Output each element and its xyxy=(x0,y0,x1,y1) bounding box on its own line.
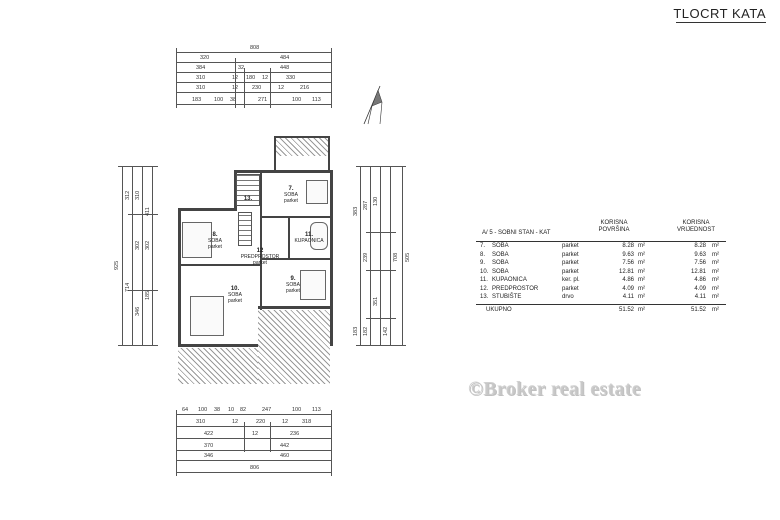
table-row: 13. STUBIŠTE drvo 4.11 m² 4.11 m² xyxy=(480,294,719,300)
dim-label: 100 xyxy=(292,407,302,413)
stairs-icon xyxy=(238,212,252,246)
dim-total-width: 808 xyxy=(250,45,260,51)
dim-label: 310 xyxy=(196,85,206,91)
dim-label: 422 xyxy=(204,431,214,437)
bed-icon xyxy=(190,296,224,336)
dim-label: 185 xyxy=(145,290,151,300)
table-row: 9. SOBA parket 7.56 m² 7.56 m² xyxy=(480,260,719,266)
dim-label: 302 xyxy=(145,240,151,250)
dim-label: 484 xyxy=(280,55,290,61)
room-label-11: 11. KUPAONICA xyxy=(294,232,324,244)
dim-label: 236 xyxy=(290,431,300,437)
north-arrow-icon xyxy=(363,85,383,125)
dim-label: 38 xyxy=(230,97,237,103)
room-label-13: 13. xyxy=(243,196,253,202)
dim-label: 230 xyxy=(252,85,262,91)
dim-label: 32 xyxy=(238,65,245,71)
table-row: 7. SOBA parket 8.28 m² 8.28 m² xyxy=(480,243,719,249)
watermark: ©Broker real estate xyxy=(468,378,641,400)
bathtub-icon xyxy=(310,222,328,250)
dim-label: 302 xyxy=(135,240,141,250)
dim-label: 351 xyxy=(373,296,379,306)
dim-label: 708 xyxy=(393,252,399,262)
dim-label: 318 xyxy=(302,419,312,425)
dim-label: 82 xyxy=(240,407,247,413)
table-total-row: UKUPNO 51.52 m² 51.52 m² xyxy=(486,306,719,313)
dim-label: 12 xyxy=(252,431,259,437)
dim-label: 130 xyxy=(373,196,379,206)
dim-label: 460 xyxy=(280,453,290,459)
dim-label: 220 xyxy=(256,419,266,425)
room-label-12: 12 PREDPROSTOR parket xyxy=(240,248,280,266)
bed-icon xyxy=(182,222,212,258)
bed-icon xyxy=(306,180,328,204)
dim-label: 113 xyxy=(312,407,321,413)
table-row: 10. SOBA parket 12.81 m² 12.81 m² xyxy=(480,268,719,275)
dim-label: 216 xyxy=(300,85,310,91)
dim-label: 100 xyxy=(214,97,224,103)
terrace-hatch xyxy=(178,348,258,384)
room-label-10: 10. SOBA parket xyxy=(228,286,242,304)
terrace-hatch xyxy=(258,310,330,384)
dim-label: 12 xyxy=(282,419,289,425)
dim-label: 505 xyxy=(405,252,411,262)
table-row: 12. PREDPROSTOR parket 4.09 m² 4.09 m² xyxy=(480,285,719,292)
dim-label: 113 xyxy=(312,97,321,103)
dim-label: 310 xyxy=(135,190,141,200)
dim-label: 247 xyxy=(262,407,272,413)
dim-label: 383 xyxy=(353,206,359,216)
dim-label: 384 xyxy=(196,65,206,71)
dim-label: 287 xyxy=(363,200,369,210)
dim-label: 10 xyxy=(228,407,235,413)
dim-label: 330 xyxy=(286,75,296,81)
dim-label: 12 xyxy=(232,419,239,425)
table-header: A/ 5 - SOBNI STAN - KAT KORISNA POVRŠINA… xyxy=(476,220,726,242)
dim-label: 271 xyxy=(258,97,268,103)
bed-icon xyxy=(300,270,326,300)
dim-label: 142 xyxy=(383,326,389,336)
dim-label: 370 xyxy=(204,443,214,449)
dim-label: 239 xyxy=(363,252,369,262)
stairs-icon xyxy=(236,174,260,206)
dim-label: 442 xyxy=(280,443,290,449)
room-area-table: A/ 5 - SOBNI STAN - KAT KORISNA POVRŠINA… xyxy=(476,220,726,316)
dim-label: 180 xyxy=(246,75,256,81)
dim-label: 12 xyxy=(262,75,269,81)
dim-label: 183 xyxy=(192,97,202,103)
room-label-7: 7. SOBA parket xyxy=(284,186,298,204)
dim-label: 183 xyxy=(353,326,359,336)
dim-label: 100 xyxy=(198,407,208,413)
floor-plan-drawing: 7. SOBA parket 8. SOBA parket 9. SOBA pa… xyxy=(178,136,333,386)
dim-label: 310 xyxy=(196,419,206,425)
balcony-hatch xyxy=(276,138,328,156)
table-row: 8. SOBA parket 9.63 m² 9.63 m² xyxy=(480,251,719,258)
dim-label: 310 xyxy=(196,75,206,81)
table-area-heading: KORISNA POVRŠINA xyxy=(598,220,630,233)
table-row: 11. KUPAONICA ker. pl. 4.86 m² 4.86 m² xyxy=(480,277,719,283)
table-value-heading: KORISNA VRIJEDNOST xyxy=(676,220,715,233)
dim-label: 100 xyxy=(292,97,302,103)
dim-label: 64 xyxy=(182,407,189,413)
dim-label: 346 xyxy=(135,306,141,316)
dim-label: 346 xyxy=(204,453,214,459)
dim-label: 182 xyxy=(363,326,369,336)
dim-label: 714 xyxy=(125,282,131,292)
dim-label: 320 xyxy=(200,55,210,61)
sheet-title: TLOCRT KATA xyxy=(673,6,766,21)
dim-label: 312 xyxy=(125,190,131,200)
room-label-8: 8. SOBA parket xyxy=(208,232,222,250)
dim-label: 448 xyxy=(280,65,290,71)
table-total-divider xyxy=(476,303,726,305)
dim-total-width: 806 xyxy=(250,465,260,471)
dim-label: 38 xyxy=(214,407,221,413)
dim-label: 12 xyxy=(278,85,285,91)
room-label-9: 9. SOBA parket xyxy=(286,276,300,294)
dim-label: 411 xyxy=(145,207,151,216)
dim-label: 925 xyxy=(114,260,120,270)
title-underline xyxy=(676,22,766,23)
table-unit-heading: A/ 5 - SOBNI STAN - KAT xyxy=(482,230,551,236)
